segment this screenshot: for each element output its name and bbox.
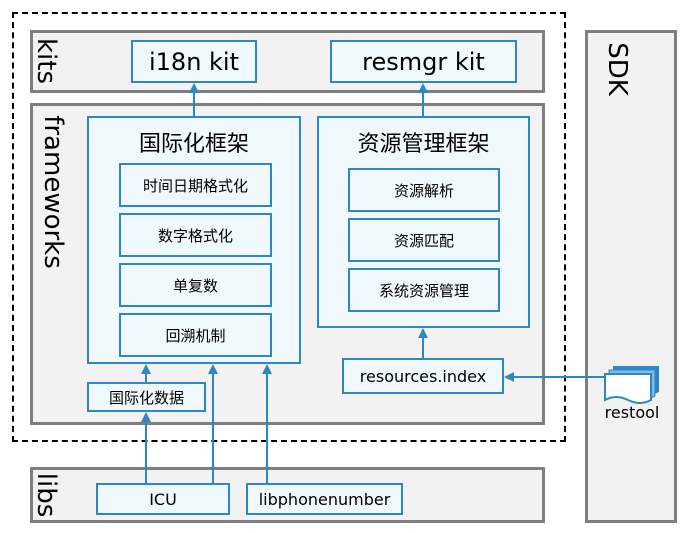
libphonenumber-box: libphonenumber: [246, 483, 403, 515]
restool-file-icon: [604, 366, 659, 404]
plural-module: 单复数: [119, 263, 272, 307]
icu-box: ICU: [96, 483, 230, 515]
resources-index-box: resources.index: [342, 358, 504, 394]
resmgr-kit-box: resmgr kit: [330, 40, 517, 83]
resource-match-module: 资源匹配: [348, 218, 500, 262]
resource-parse-module: 资源解析: [348, 168, 500, 212]
i18n-kit-box: i18n kit: [131, 40, 257, 83]
datetime-format-module: 时间日期格式化: [119, 163, 272, 207]
number-format-module: 数字格式化: [119, 213, 272, 257]
i18n-framework-title: 国际化框架: [138, 132, 249, 157]
i18n-data-box: 国际化数据: [87, 382, 206, 412]
fallback-module: 回溯机制: [119, 313, 272, 357]
sdk-layer: [585, 30, 677, 523]
system-boundary: [12, 12, 566, 442]
resource-framework-title: 资源管理框架: [357, 132, 490, 157]
restool-label: restool: [605, 403, 660, 422]
system-resource-module: 系统资源管理: [348, 268, 500, 312]
